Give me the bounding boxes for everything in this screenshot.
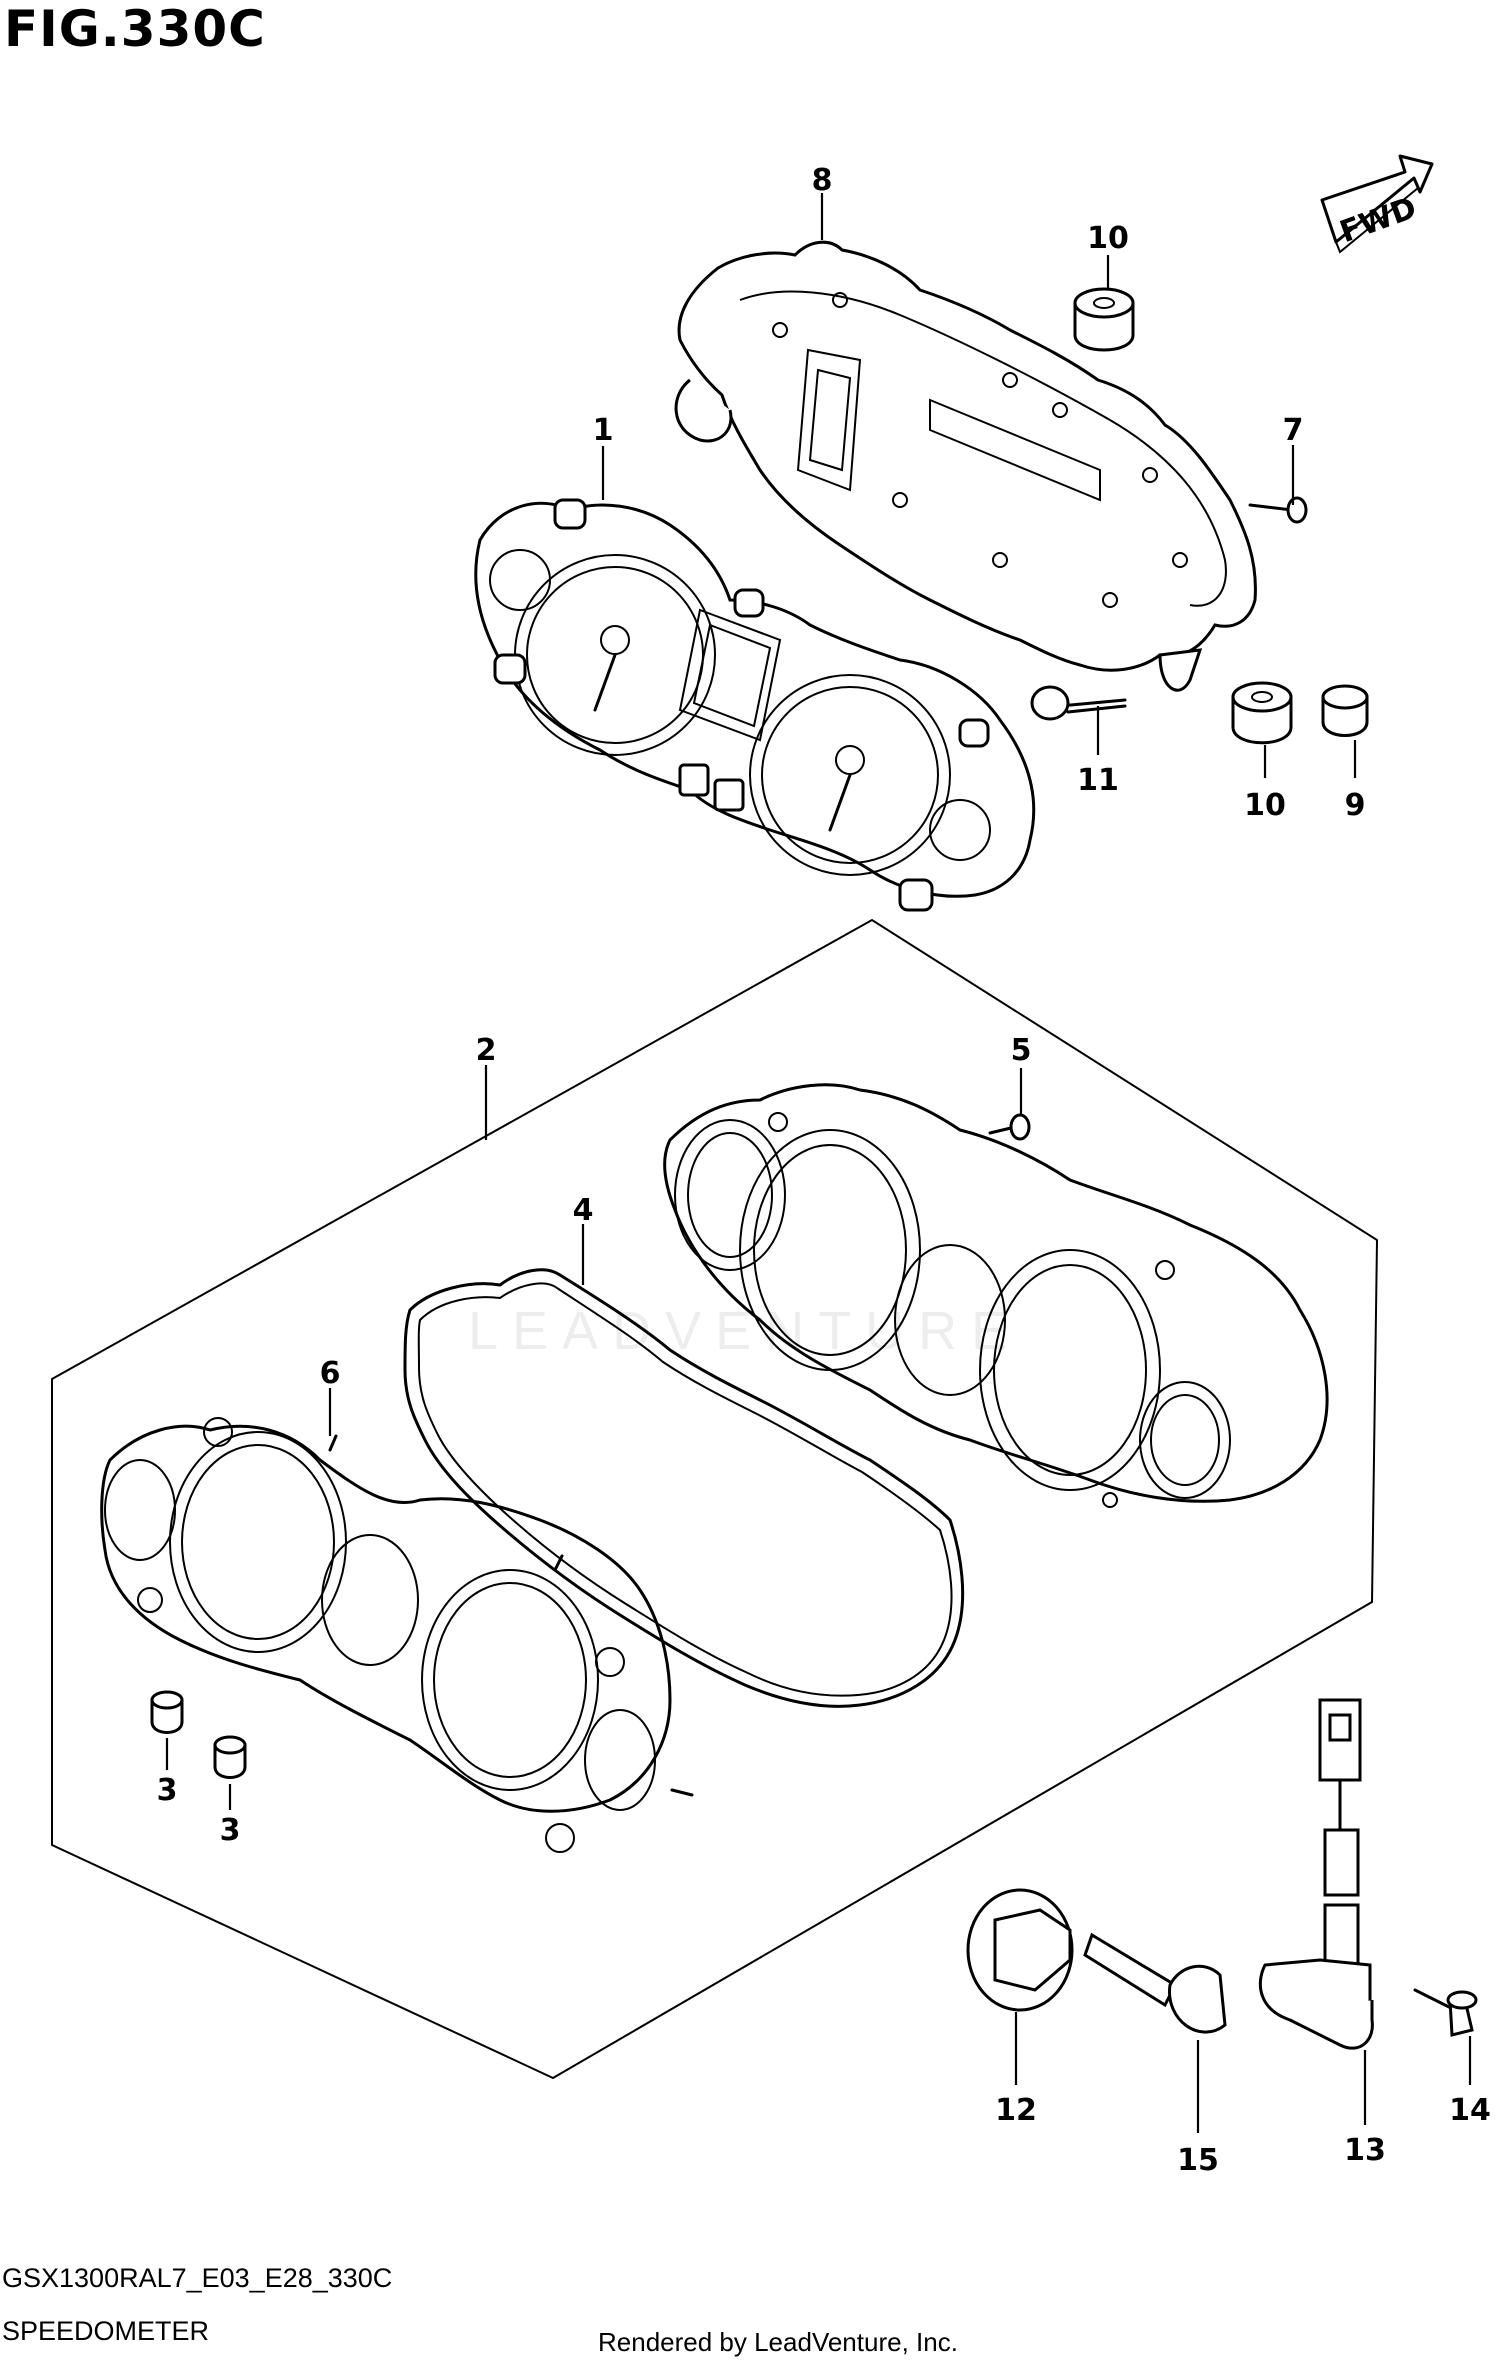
callout-10b: 10: [1244, 788, 1286, 823]
figure-name: SPEEDOMETER: [2, 2316, 210, 2346]
part-3-grommet-b: [213, 1735, 247, 1779]
part-6-lens: [100, 1417, 694, 1853]
watermark: LEADVENTURE: [468, 1301, 1022, 1361]
part-15-bolt: [1083, 1932, 1227, 2034]
part-13-speed-sensor: [1258, 1698, 1374, 2050]
callout-3a: 3: [157, 1773, 178, 1808]
callout-6: 6: [320, 1356, 341, 1391]
callout-14: 14: [1449, 2093, 1491, 2128]
callout-10a: 10: [1087, 221, 1129, 256]
callout-7: 7: [1283, 413, 1304, 448]
part-3-grommet-a: [150, 1690, 184, 1734]
part-10-cushion-a: [1073, 287, 1135, 352]
callout-9: 9: [1345, 788, 1366, 823]
part-9-collar: [1321, 684, 1369, 737]
part-5-screw: [988, 1113, 1031, 1141]
group-outline: [51, 918, 1379, 2080]
callout-3b: 3: [220, 1813, 241, 1848]
callout-13: 13: [1344, 2133, 1386, 2168]
part-2-meter-case: [663, 1083, 1329, 1508]
fwd-arrow-icon: FWD: [1320, 154, 1434, 254]
callout-4: 4: [573, 1193, 594, 1228]
fwd-label: FWD: [1335, 190, 1421, 250]
figure-title: FIG.330C: [4, 0, 266, 58]
part-14-bolt: [1413, 1988, 1478, 2037]
callout-1: 1: [593, 413, 614, 448]
callout-11: 11: [1077, 763, 1119, 798]
callout-2: 2: [476, 1033, 497, 1068]
figure-code: GSX1300RAL7_E03_E28_330C: [2, 2263, 393, 2293]
callout-12: 12: [995, 2093, 1037, 2128]
part-1-meter-assembly: [474, 498, 1036, 912]
part-8-rear-housing: [674, 240, 1257, 692]
part-10-cushion-b: [1231, 681, 1293, 745]
callout-15: 15: [1177, 2143, 1219, 2178]
part-12-rotor: [966, 1888, 1074, 2012]
render-credit: Rendered by LeadVenture, Inc.: [598, 2327, 958, 2357]
callout-8: 8: [812, 163, 833, 198]
part-11-screw: [1030, 685, 1127, 721]
part-7-screw: [1248, 496, 1308, 524]
callout-5: 5: [1011, 1033, 1032, 1068]
